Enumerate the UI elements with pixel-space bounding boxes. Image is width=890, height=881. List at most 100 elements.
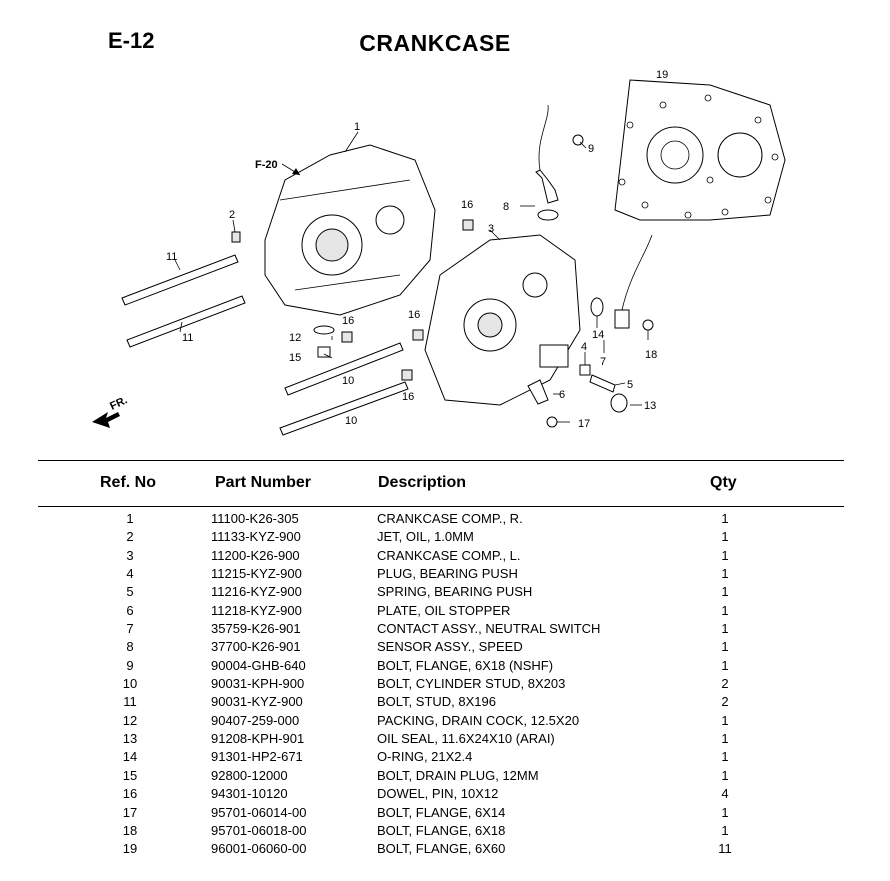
ref-cell: 4 bbox=[126, 566, 134, 582]
part-number-cell: 90031-KYZ-900 bbox=[211, 694, 303, 710]
qty-cell: 1 bbox=[721, 822, 729, 838]
callout: 14 bbox=[592, 329, 604, 341]
callout: 16 bbox=[402, 391, 414, 403]
callout: 17 bbox=[578, 418, 590, 430]
qty-cell: 1 bbox=[721, 584, 729, 600]
callout: 11 bbox=[182, 332, 193, 344]
small-parts-illustration bbox=[231, 134, 654, 428]
ref-cell: 3 bbox=[126, 547, 134, 563]
gasket-outline-illustration bbox=[614, 79, 786, 221]
ref-cell: 6 bbox=[126, 602, 134, 618]
exploded-parts-diagram: F-20 FR. 1 2 3 4 5 6 7 8 9 10 10 11 11 1… bbox=[92, 69, 786, 436]
part-number-cell: 91301-HP2-671 bbox=[211, 749, 303, 765]
callout: 10 bbox=[342, 375, 354, 387]
qty-cell: 1 bbox=[721, 657, 729, 673]
description-cell: PACKING, DRAIN COCK, 12.5X20 bbox=[377, 712, 580, 728]
ref-cell: 12 bbox=[122, 712, 138, 728]
qty-cell: 1 bbox=[721, 804, 729, 820]
f20-label: F-20 bbox=[255, 159, 278, 171]
part-number-cell: 94301-10120 bbox=[211, 786, 288, 802]
qty-cell: 1 bbox=[721, 566, 729, 582]
qty-cell: 2 bbox=[721, 676, 729, 692]
qty-cell: 1 bbox=[721, 712, 729, 728]
description-cell: JET, OIL, 1.0MM bbox=[377, 529, 474, 545]
qty-cell: 1 bbox=[721, 639, 729, 655]
ref-cell: 18 bbox=[122, 822, 138, 838]
qty-cell: 1 bbox=[721, 547, 729, 563]
part-number-cell: 90407-259-000 bbox=[211, 712, 300, 728]
callout: 8 bbox=[503, 201, 509, 213]
table-header-rule bbox=[38, 506, 844, 507]
description-cell: CONTACT ASSY., NEUTRAL SWITCH bbox=[377, 621, 601, 637]
qty-cell: 1 bbox=[721, 749, 729, 765]
callout: 3 bbox=[488, 223, 494, 235]
callout: 16 bbox=[408, 309, 420, 321]
callout: 5 bbox=[627, 379, 633, 391]
part-number-cell: 11100-K26-305 bbox=[211, 511, 299, 526]
callout: 11 bbox=[166, 251, 177, 263]
crankcase-right-illustration bbox=[264, 144, 436, 316]
ref-cell: 1 bbox=[126, 511, 134, 526]
part-number-cell: 11218-KYZ-900 bbox=[211, 602, 302, 618]
callout: 16 bbox=[461, 199, 473, 211]
page-code: E-12 bbox=[108, 28, 155, 53]
callout: 9 bbox=[588, 143, 594, 155]
part-number-cell: 92800-12000 bbox=[211, 767, 288, 783]
header-qty: Qty bbox=[710, 474, 737, 491]
callout: 13 bbox=[644, 400, 656, 412]
front-arrow-icon bbox=[92, 412, 120, 428]
table-row: 10 90031-KPH-900 BOLT, CYLINDER STUD, 8X20… bbox=[0, 675, 890, 693]
callout: 18 bbox=[645, 349, 657, 361]
table-row: 3 11200-K26-900 CRANKCASE COMP., L. 1 bbox=[0, 547, 890, 565]
crankcase-left-illustration bbox=[424, 234, 581, 406]
description-cell: BOLT, CYLINDER STUD, 8X203 bbox=[377, 676, 566, 692]
qty-cell: 2 bbox=[721, 694, 729, 710]
description-cell: PLATE, OIL STOPPER bbox=[377, 602, 511, 618]
header-description: Description bbox=[378, 474, 467, 491]
callout: 10 bbox=[345, 415, 357, 427]
ref-cell: 11 bbox=[123, 694, 137, 710]
callout: 16 bbox=[342, 315, 354, 327]
part-number-cell: 11200-K26-900 bbox=[211, 547, 300, 563]
part-number-cell: 90031-KPH-900 bbox=[211, 676, 305, 692]
description-cell: BOLT, FLANGE, 6X14 bbox=[377, 804, 506, 820]
table-row: 11 90031-KYZ-900 BOLT, STUD, 8X196 2 bbox=[0, 693, 890, 711]
qty-cell: 1 bbox=[721, 621, 729, 637]
header-ref-no: Ref. No bbox=[100, 474, 156, 491]
part-number-cell: 11215-KYZ-900 bbox=[211, 566, 302, 582]
callout: 19 bbox=[656, 69, 668, 81]
description-cell: BOLT, FLANGE, 6X18 (NSHF) bbox=[377, 657, 554, 673]
description-cell: OIL SEAL, 11.6X24X10 (ARAI) bbox=[377, 731, 555, 747]
description-cell: SENSOR ASSY., SPEED bbox=[377, 639, 523, 655]
qty-cell: 1 bbox=[721, 529, 729, 545]
table-row: 12 90407-259-000 PACKING, DRAIN COCK, 12.5… bbox=[0, 712, 890, 730]
callout: 15 bbox=[289, 352, 301, 364]
part-number-cell: 37700-K26-901 bbox=[211, 639, 301, 655]
qty-cell: 11 bbox=[718, 841, 732, 857]
ref-cell: 16 bbox=[122, 786, 138, 802]
callout: 1 bbox=[354, 121, 360, 133]
ref-cell: 15 bbox=[122, 767, 138, 783]
description-cell: BOLT, STUD, 8X196 bbox=[377, 694, 496, 710]
description-cell: CRANKCASE COMP., L. bbox=[377, 547, 521, 563]
qty-cell: 1 bbox=[721, 511, 729, 526]
part-number-cell: 11133-KYZ-900 bbox=[211, 529, 301, 545]
callout-labels: 1 2 3 4 5 6 7 8 9 10 10 11 11 12 13 14 1… bbox=[166, 69, 668, 430]
description-cell: PLUG, BEARING PUSH bbox=[377, 566, 518, 582]
ref-cell: 10 bbox=[122, 676, 138, 692]
part-number-cell: 91208-KPH-901 bbox=[211, 731, 305, 747]
ref-cell: 5 bbox=[126, 584, 134, 600]
description-cell: BOLT, DRAIN PLUG, 12MM bbox=[377, 767, 539, 783]
